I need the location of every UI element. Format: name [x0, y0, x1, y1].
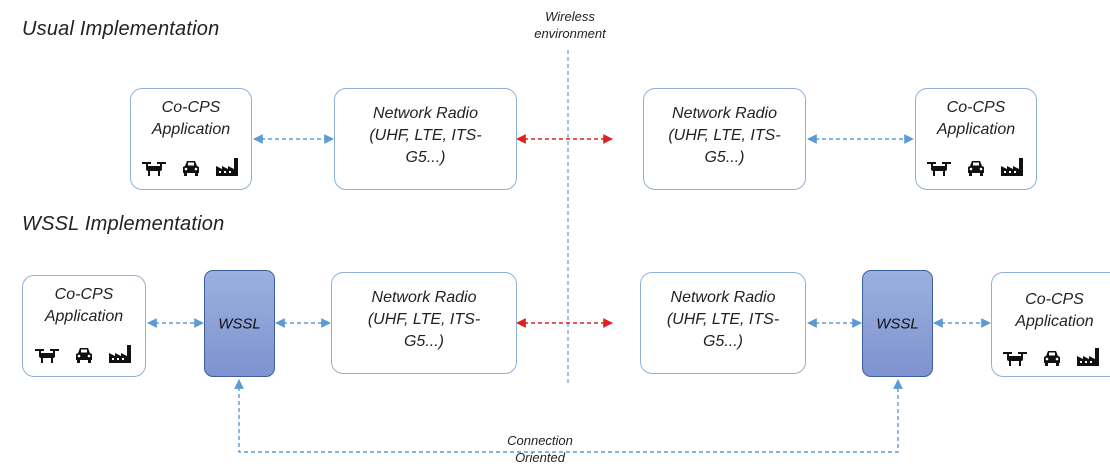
bottom-right-app-icons: [992, 347, 1110, 367]
car-icon: [968, 161, 984, 176]
connection-oriented-loop: [234, 379, 903, 453]
top-left-radio-box: Network Radio (UHF, LTE, ITS- G5...): [334, 88, 517, 190]
radio-box-line1: Network Radio: [670, 289, 776, 306]
factory-icon: [1001, 158, 1023, 176]
connection-label-line1: Connection: [507, 433, 573, 448]
app-box-line1: Co-CPS: [1025, 291, 1084, 308]
connection-label-line2: Oriented: [515, 450, 565, 465]
top-left-app-box: Co-CPS Application: [130, 88, 252, 190]
radio-box-line2: (UHF, LTE, ITS-: [369, 127, 482, 144]
wssl-label: WSSL: [876, 315, 919, 332]
car-icon: [1044, 351, 1060, 366]
radio-box-line3: G5...): [403, 333, 444, 350]
app-box-line1: Co-CPS: [54, 286, 114, 303]
wssl-implementation-title: WSSL Implementation: [22, 213, 225, 235]
bottom-left-radio-box: Network Radio (UHF, LTE, ITS- G5...): [331, 272, 517, 374]
left-wssl-box: WSSL: [204, 270, 275, 377]
bottom-right-app-box: Co-CPS Application: [991, 272, 1110, 377]
radio-box-line3: G5...): [702, 333, 743, 350]
radio-box-line1: Network Radio: [373, 105, 478, 122]
car-icon: [183, 161, 199, 176]
radio-box-line1: Network Radio: [371, 289, 477, 306]
wssl-label: WSSL: [218, 315, 261, 332]
radio-box-line2: (UHF, LTE, ITS-: [367, 311, 481, 328]
right-wssl-box: WSSL: [862, 270, 933, 377]
top-left-app-icons: [131, 157, 251, 177]
app-box-line2: Application: [44, 308, 124, 325]
radio-box-line2: (UHF, LTE, ITS-: [668, 127, 781, 144]
connection-oriented-label: Connection Oriented: [490, 432, 590, 466]
top-right-app-box: Co-CPS Application: [915, 88, 1037, 190]
drone-icon: [35, 349, 59, 363]
radio-box-line2: (UHF, LTE, ITS-: [666, 311, 780, 328]
radio-box-line1: Network Radio: [672, 105, 777, 122]
factory-icon: [1077, 348, 1099, 366]
car-icon: [76, 348, 92, 363]
factory-icon: [109, 345, 131, 363]
top-right-radio-box: Network Radio (UHF, LTE, ITS- G5...): [643, 88, 806, 190]
factory-icon: [216, 158, 238, 176]
wireless-label-line1: Wireless: [545, 9, 595, 24]
drone-icon: [142, 162, 166, 176]
app-box-line2: Application: [1015, 313, 1094, 330]
usual-implementation-title: Usual Implementation: [22, 18, 220, 40]
radio-box-line3: G5...): [405, 149, 446, 166]
app-box-line2: Application: [936, 121, 1016, 138]
radio-box-line3: G5...): [704, 149, 745, 166]
wireless-label-line2: environment: [534, 26, 606, 41]
app-box-line1: Co-CPS: [161, 99, 221, 116]
top-right-app-icons: [916, 157, 1036, 177]
wireless-environment-label: Wireless environment: [520, 8, 620, 42]
bottom-left-app-icons: [23, 344, 145, 364]
drone-icon: [1003, 352, 1027, 366]
app-box-line1: Co-CPS: [946, 99, 1006, 116]
drone-icon: [927, 162, 951, 176]
app-box-line2: Application: [151, 121, 231, 138]
bottom-right-radio-box: Network Radio (UHF, LTE, ITS- G5...): [640, 272, 806, 374]
bottom-left-app-box: Co-CPS Application: [22, 275, 146, 377]
